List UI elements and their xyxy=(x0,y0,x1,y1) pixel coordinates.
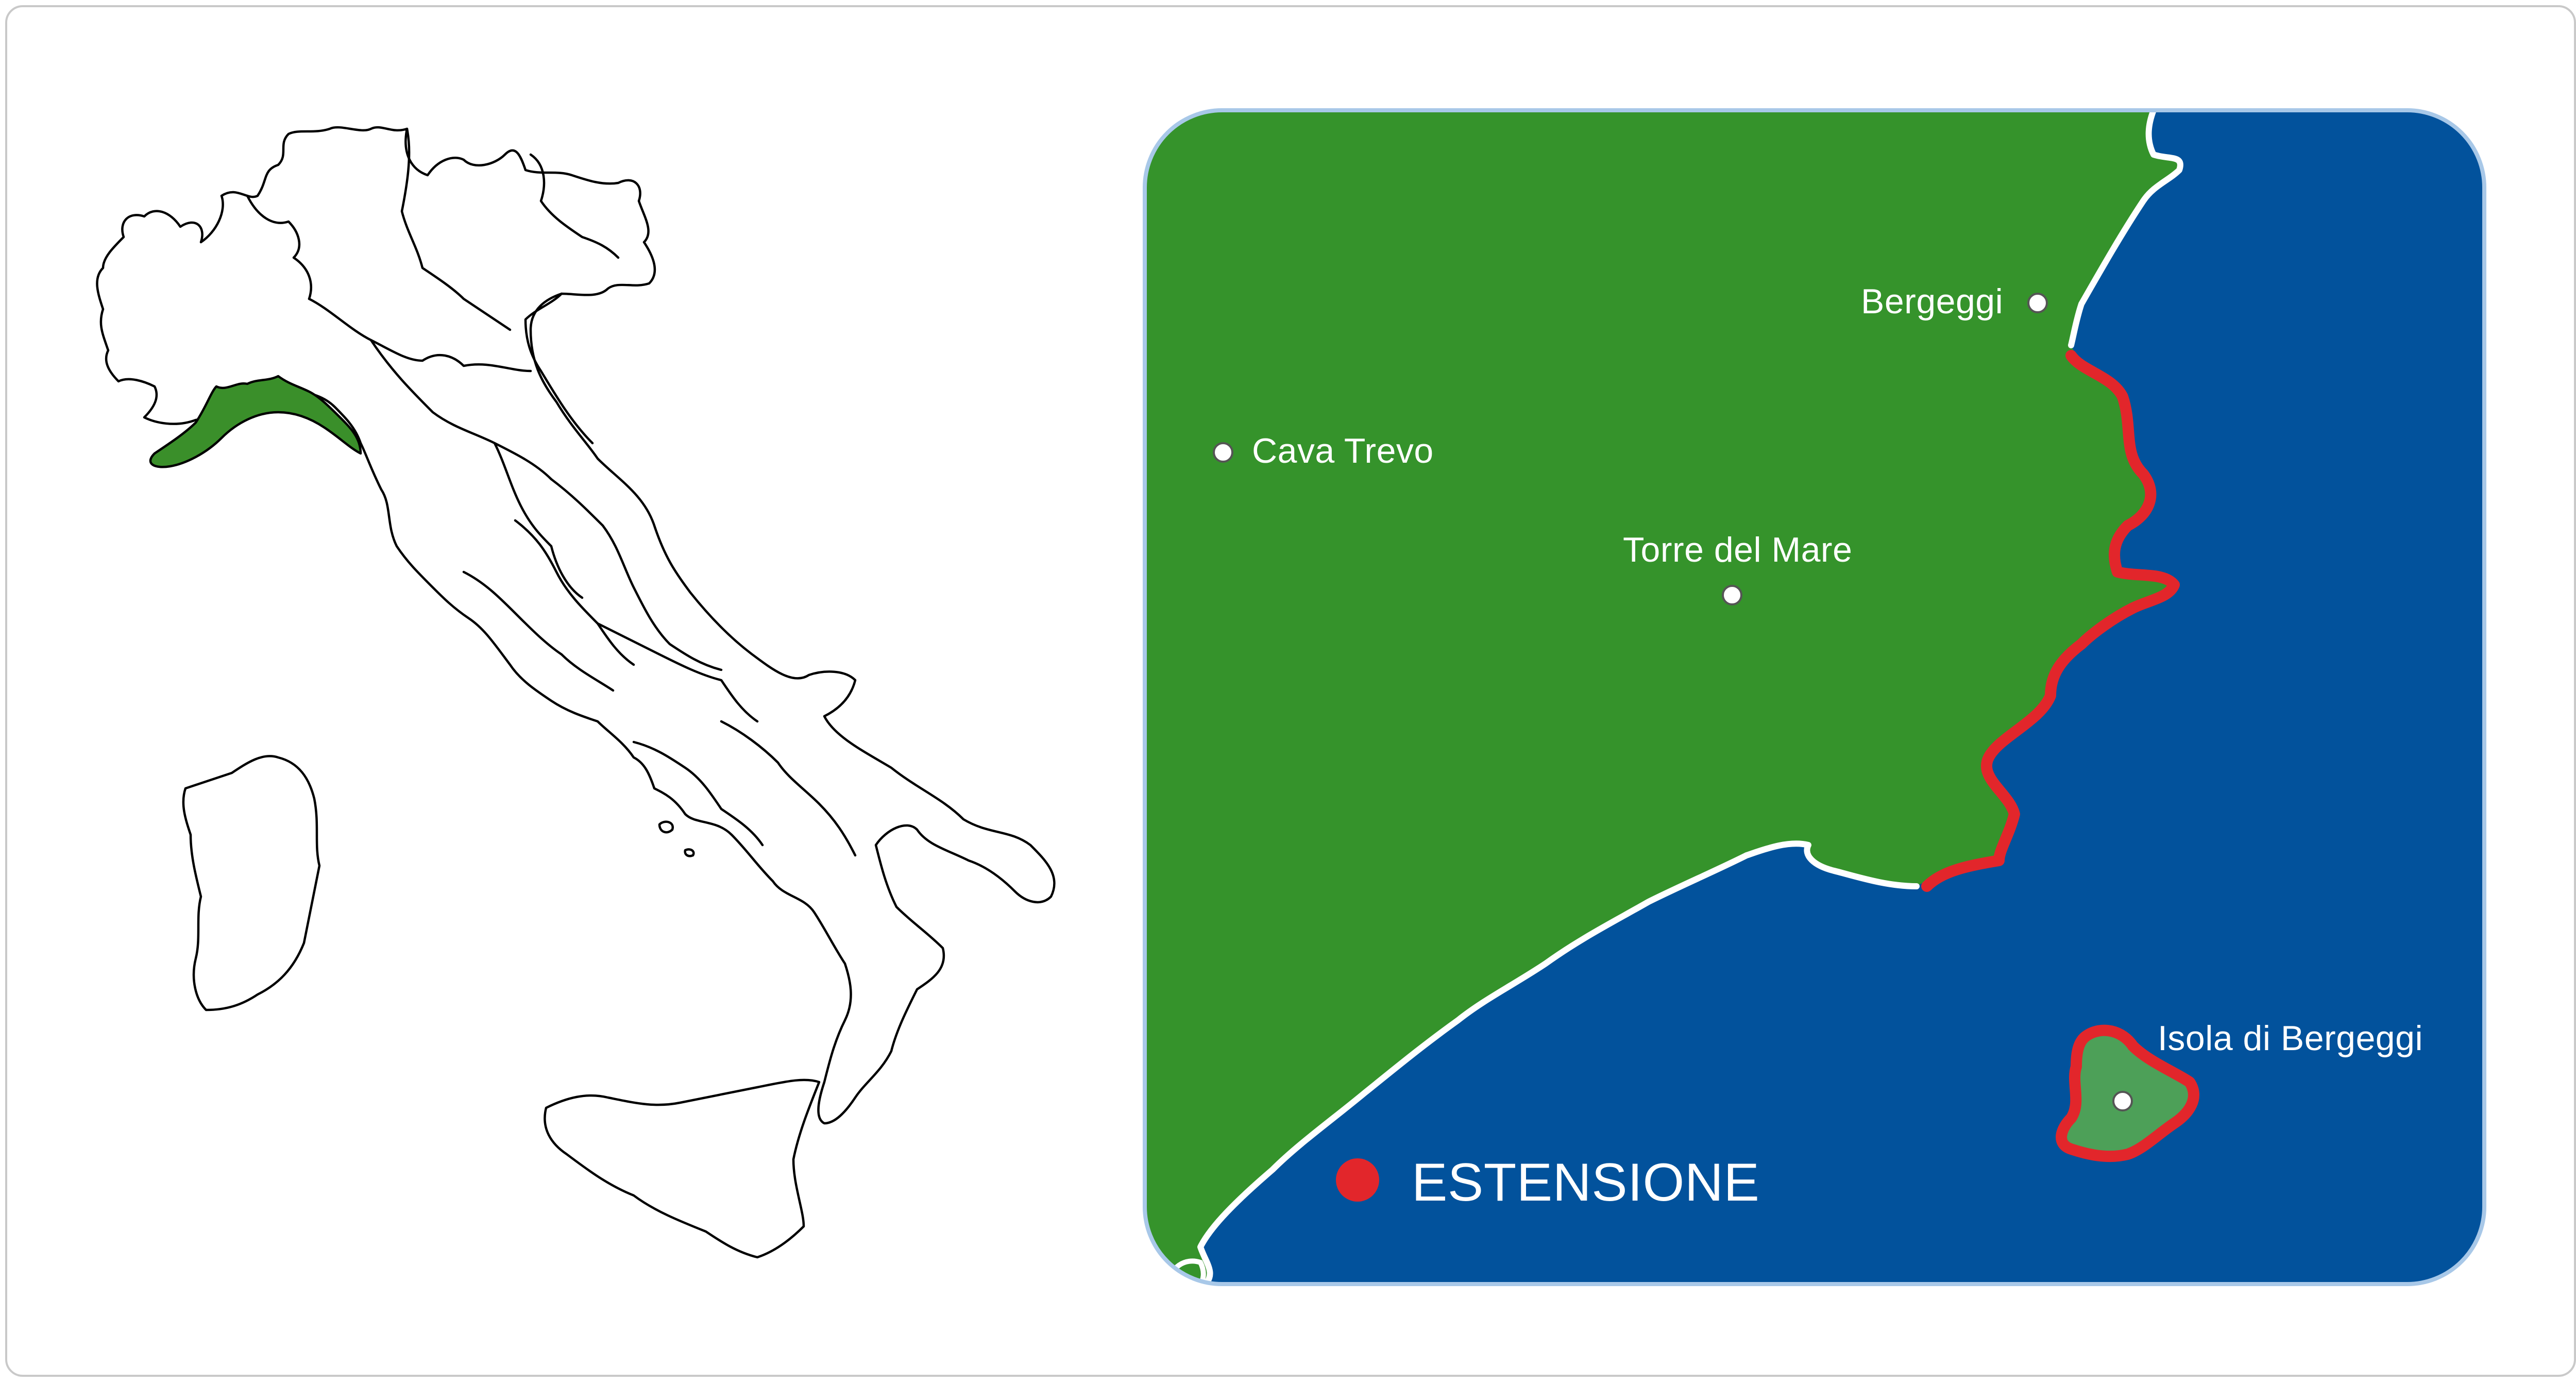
coastline xyxy=(1197,110,2183,1284)
place-label-bergeggi: Bergeggi xyxy=(1861,282,2004,321)
liguria-region-highlight xyxy=(149,375,362,468)
place-dot-cava-trevo xyxy=(1213,442,1233,463)
place-label-torre-del-mare: Torre del Mare xyxy=(1623,530,1853,569)
land-area xyxy=(1145,110,2180,1284)
place-dot-torre-del-mare xyxy=(1722,585,1742,605)
place-label-cava-trevo: Cava Trevo xyxy=(1252,431,1434,470)
place-label-isola-di-bergeggi: Isola di Bergeggi xyxy=(2158,1019,2424,1058)
italy-mainland-outline xyxy=(96,126,1056,1125)
place-dot-bergeggi xyxy=(2027,293,2048,313)
detail-map-border xyxy=(1143,108,2486,1286)
sardinia-outline xyxy=(182,755,321,1011)
legend-marker xyxy=(1336,1158,1379,1202)
protected-coast-extent xyxy=(1921,350,2180,892)
legend-label: ESTENSIONE xyxy=(1412,1153,1760,1212)
sicily-outline xyxy=(544,1078,821,1259)
place-dot-isola-di-bergeggi xyxy=(2112,1091,2133,1111)
